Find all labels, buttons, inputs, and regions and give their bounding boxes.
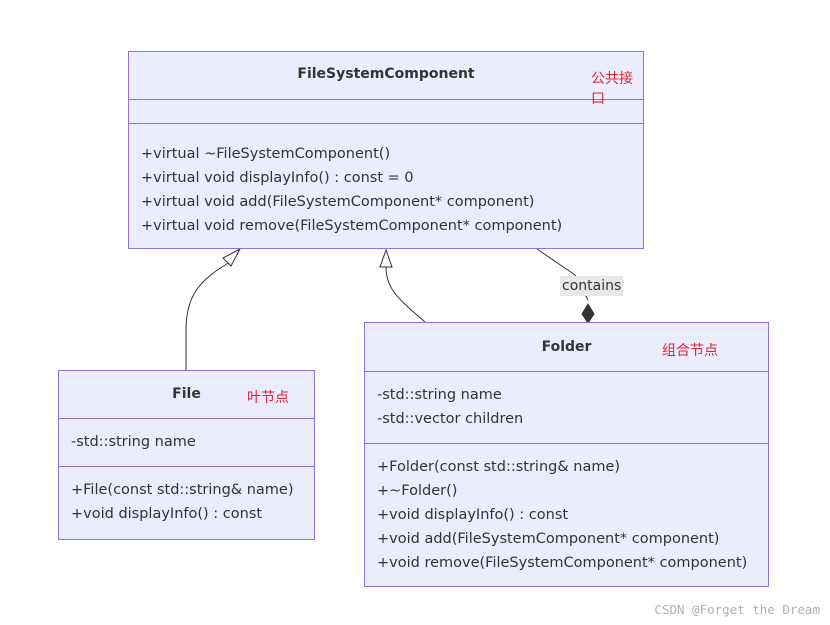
class-header: File 叶节点 <box>59 371 314 419</box>
attributes-section: -std::string name -std::vector children <box>365 372 768 444</box>
method-row: +void displayInfo() : const <box>377 507 569 523</box>
composition-diamond <box>581 303 595 324</box>
class-note: 组合节点 <box>662 343 718 359</box>
class-name: Folder <box>541 339 592 355</box>
methods-section: +File(const std::string& name) +void dis… <box>59 467 314 526</box>
method-row: +virtual ~FileSystemComponent() <box>141 146 391 162</box>
class-header: FileSystemComponent 公共接口 <box>129 52 643 107</box>
method-row: +void add(FileSystemComponent* component… <box>377 531 720 547</box>
composition-label: contains <box>560 276 624 296</box>
method-row: +File(const std::string& name) <box>71 482 294 498</box>
class-name: FileSystemComponent <box>297 66 475 82</box>
class-filesystemcomponent: FileSystemComponent 公共接口 +virtual ~FileS… <box>128 51 644 249</box>
class-note: 公共接口 <box>591 71 633 107</box>
method-row: +~Folder() <box>377 483 458 499</box>
attribute-row: -std::string name <box>71 434 196 450</box>
class-header: Folder 组合节点 <box>365 323 768 372</box>
methods-section: +virtual ~FileSystemComponent() +virtual… <box>129 124 643 238</box>
method-row: +virtual void add(FileSystemComponent* c… <box>141 194 535 210</box>
method-row: +void remove(FileSystemComponent* compon… <box>377 555 748 571</box>
attribute-row: -std::string name <box>377 387 502 403</box>
watermark: CSDN @Forget the Dream <box>654 602 820 617</box>
folder-inheritance-edge <box>385 266 426 323</box>
method-row: +virtual void displayInfo() : const = 0 <box>141 170 414 186</box>
methods-section: +Folder(const std::string& name) +~Folde… <box>365 444 768 575</box>
attributes-section <box>129 100 643 124</box>
class-file: File 叶节点 -std::string name +File(const s… <box>58 370 315 540</box>
file-inheritance-arrowhead <box>222 247 242 267</box>
method-row: +virtual void remove(FileSystemComponent… <box>141 218 563 234</box>
attributes-section: -std::string name <box>59 419 314 467</box>
class-note: 叶节点 <box>247 390 289 406</box>
method-row: +void displayInfo() : const <box>71 506 263 522</box>
method-row: +Folder(const std::string& name) <box>377 459 621 475</box>
folder-inheritance-arrowhead <box>379 248 393 268</box>
file-inheritance-edge <box>185 261 231 370</box>
attribute-row: -std::vector children <box>377 411 524 427</box>
class-folder: Folder 组合节点 -std::string name -std::vect… <box>364 322 769 587</box>
class-name: File <box>172 386 201 402</box>
